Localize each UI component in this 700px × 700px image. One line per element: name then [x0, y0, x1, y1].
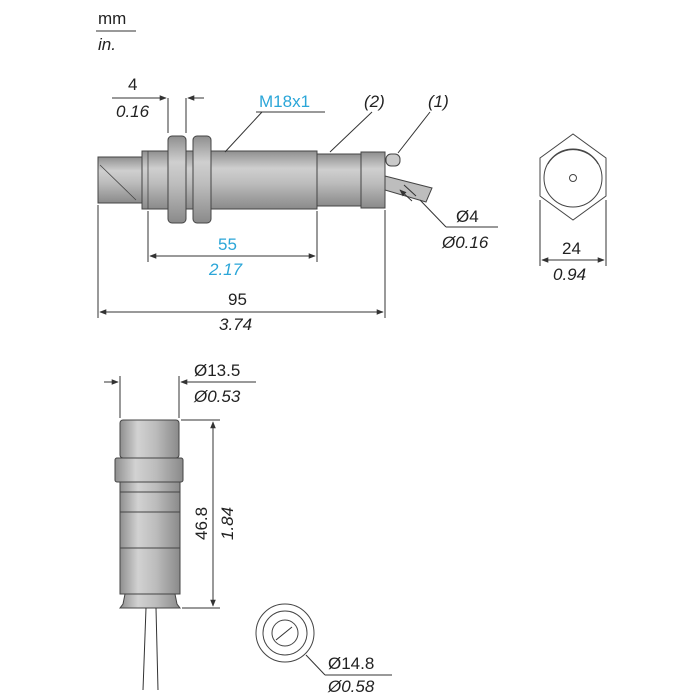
dim-14-8-in: Ø0.58 — [327, 677, 375, 696]
connector-body — [119, 547, 181, 595]
units-mm-label: mm — [98, 9, 126, 28]
connector-band-3 — [119, 511, 181, 549]
dim-4-in: 0.16 — [116, 102, 150, 121]
callout-2-leader — [329, 111, 373, 153]
dim-cable-mm: Ø4 — [456, 207, 479, 226]
dim-95-in: 3.74 — [219, 315, 252, 334]
units-legend: mm in. — [96, 9, 136, 54]
dim-13-5-mm: Ø13.5 — [194, 361, 240, 380]
connector-strain-relief — [119, 593, 181, 609]
rear-housing — [316, 153, 362, 207]
connector-band-2 — [119, 491, 181, 513]
led-indicator — [385, 153, 401, 167]
hex-center-mark — [569, 174, 577, 182]
dim-46-8-mm: 46.8 — [192, 507, 211, 540]
sensing-face-hatch — [99, 164, 137, 201]
connector-grip-ring — [114, 457, 184, 483]
dim-95-mm: 95 — [228, 290, 247, 309]
lock-nut-2 — [192, 135, 212, 224]
dim-cable-leader-a — [403, 184, 417, 197]
dim-cable-arrow — [399, 189, 413, 202]
dim-46-8-in: 1.84 — [218, 507, 237, 540]
dim-13-5-in: Ø0.53 — [193, 387, 241, 406]
dim-cable-in: Ø0.16 — [441, 233, 489, 252]
connector-coupling-nut — [119, 419, 180, 459]
connector-end-key — [275, 626, 293, 641]
cable-gland — [360, 151, 386, 209]
connector-cable-left — [142, 607, 147, 691]
connector-band-1 — [119, 481, 181, 493]
hex-end-view: 24 0.94 — [539, 133, 607, 284]
connector-end-view: Ø14.8 Ø0.58 — [255, 603, 392, 696]
sensor-side-view: M18x1 (2) (1) 4 0.16 55 2.17 95 3.74 Ø4 — [97, 75, 498, 334]
callout-1: (1) — [428, 92, 449, 111]
dim-24-mm: 24 — [562, 239, 581, 258]
dim-14-8-leader — [305, 654, 326, 676]
dim-55-mm: 55 — [218, 235, 237, 254]
dim-14-8-mm: Ø14.8 — [328, 654, 374, 673]
callout-1-leader — [397, 111, 431, 154]
dim-24-in: 0.94 — [553, 265, 586, 284]
sensing-face — [97, 156, 143, 204]
dim-cable-leader-b — [419, 199, 447, 228]
connector-side-view: Ø13.5 Ø0.53 46.8 1.84 — [104, 361, 256, 691]
units-in-label: in. — [98, 35, 116, 54]
callout-2: (2) — [364, 92, 385, 111]
connector-cable-right — [155, 607, 159, 691]
hex-face-highlight — [547, 149, 599, 165]
dim-4-mm: 4 — [128, 75, 137, 94]
dim-55-in: 2.17 — [208, 260, 243, 279]
thread-label: M18x1 — [259, 92, 310, 111]
thread-leader — [224, 111, 263, 153]
lock-nut-1 — [167, 135, 187, 224]
